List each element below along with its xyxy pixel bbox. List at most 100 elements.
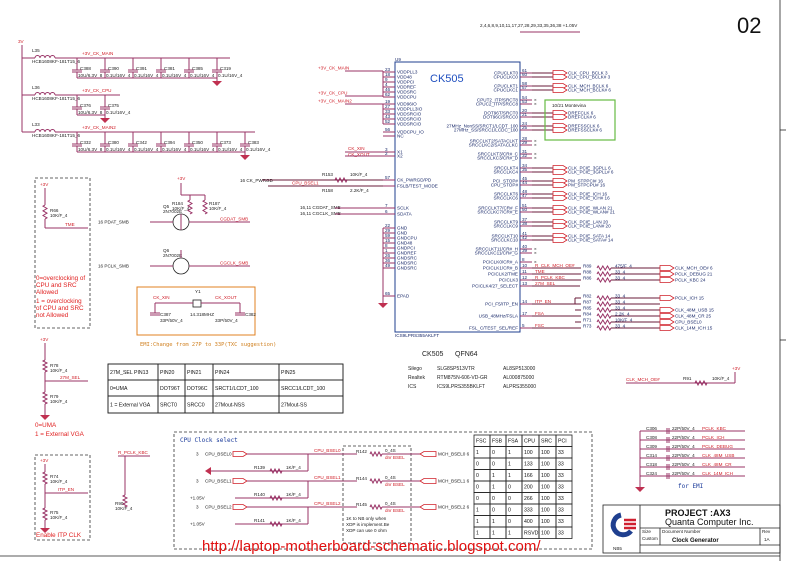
pin-name: CPUC2_ITP/SRCC8 — [476, 102, 519, 107]
emi-net-label: PCLK_ICH — [702, 435, 724, 440]
pin-name: VDDSRCIO — [397, 117, 422, 122]
transistor-part: 2N7002E — [163, 253, 182, 258]
table-cell-text: 0 — [508, 496, 511, 502]
pin-name: GND — [397, 231, 408, 236]
overclock-note-box — [34, 177, 91, 329]
input-net-label: 16 PCLK_SMB — [98, 264, 129, 269]
vcc-label: +1.05V — [190, 496, 206, 501]
page-ref: 3 — [196, 505, 199, 510]
dnr-note: dnr BSEL — [385, 508, 405, 513]
capacitor-ref: C394 — [164, 140, 175, 145]
offpage-connector-icon — [659, 319, 675, 325]
power-net-label: +3V_CK_MAIN — [82, 51, 113, 56]
resistor-ref: R89 — [583, 264, 592, 269]
resistor-ref: R90 — [115, 501, 124, 506]
inductor-icon — [44, 92, 51, 96]
signal-net-label: R_CLK_MCH_OE# — [535, 263, 575, 268]
resistor-symbol — [694, 379, 708, 387]
pin-number: 38 — [522, 221, 528, 226]
table-cell-text: 33 — [558, 450, 564, 456]
resistor-value: 0_4S — [385, 448, 396, 453]
capacitor-ref: C391 — [136, 66, 147, 71]
no-connect-icon: × — [534, 152, 537, 157]
capacitor-ref: C373 — [220, 140, 231, 145]
crystal-ref: Y1 — [195, 289, 201, 294]
table-cell-text: 100 — [541, 473, 550, 479]
pin-number: 62 — [385, 92, 391, 97]
inductor-icon — [34, 92, 41, 96]
quanta-logo-icon — [610, 512, 633, 538]
resistor-value: 2.2K/F_4 — [350, 188, 369, 193]
pin-number: 54 — [522, 95, 528, 100]
emi-net-label: CLK_48M_USB — [702, 453, 734, 458]
resistor-value: 10K/F_4 — [50, 399, 68, 404]
pin-name: NC — [397, 134, 404, 139]
offpage-connector-icon — [552, 195, 568, 201]
table-cell-text: 0 — [508, 485, 511, 491]
table-cell-text: RSVD — [524, 531, 539, 537]
pin-name: GNDSRC — [397, 266, 418, 271]
pin-number: 41 — [522, 231, 528, 236]
resistor-ref: R187 — [209, 201, 220, 206]
table-cell-text: 1 — [476, 531, 479, 537]
offpage-net-label: CLK_PCIE_WLAN# 21 — [568, 210, 615, 215]
pin-name: VDDCPU_IO — [397, 130, 424, 135]
table-header: 27M_SEL PIN13 — [110, 370, 149, 376]
capacitor-ref: C308 — [646, 435, 657, 440]
pin-name: CPUCLKT0 — [494, 71, 518, 76]
table-cell-text: 266 — [524, 496, 533, 502]
resistor-ref: R85 — [583, 306, 592, 311]
pin-number: 35 — [522, 167, 528, 172]
table-cell-text: DOT96C — [187, 386, 208, 392]
resistor-symbol — [596, 301, 612, 307]
ic-smbus-data: 16,11 CGDAT_SMB — [300, 205, 341, 210]
table-cell-text: 33 — [558, 531, 564, 537]
offpage-net-label: DREFSSCLK 6 — [568, 124, 600, 129]
table-cell-text: 33 — [558, 508, 564, 514]
signal-net-label: R_PCLK_KBC — [535, 275, 566, 280]
inductor-part: HCB1608KF-181T15_6 — [32, 96, 80, 101]
offpage-connector-icon — [659, 271, 675, 277]
resistor-value: 10K/F_4 — [50, 368, 68, 373]
inductor-icon — [34, 55, 41, 59]
capacitor-value: 10U/6.3V_8 — [78, 73, 103, 78]
input-net-label: 16 PDAT_SMB — [98, 220, 129, 225]
capacitor-ref: C387 — [160, 312, 171, 317]
pin-name: PCICLK1/CR#_B — [483, 266, 518, 271]
offpage-net-label: MCH_BSEL1 6 — [438, 479, 470, 484]
table-cell-text: 400 — [524, 519, 533, 525]
pin-number: 48 — [522, 189, 528, 194]
capacitor-value: 0.1U/16V_4 — [218, 73, 243, 78]
pin-number: 27 — [385, 104, 391, 109]
capacitor-ref: C382 — [245, 312, 256, 317]
watermark-url[interactable]: http://laptop-motherboard-schematic.blog… — [202, 538, 541, 555]
resistor-symbol — [334, 176, 348, 184]
resistor-ref: R75 — [50, 510, 59, 515]
table-cell-text: 200 — [524, 485, 533, 491]
capacitor-ref: C385 — [192, 66, 203, 71]
table-cell-text: 100 — [541, 485, 550, 491]
pin-name: SRCCLKC10 — [491, 238, 519, 243]
offpage-connector-icon — [659, 295, 675, 301]
resistor-symbol — [369, 477, 383, 485]
offpage-net-label: MCH_BSEL0 6 — [438, 452, 470, 457]
table-cell-text: 0 — [508, 519, 511, 525]
resistor-symbol — [269, 520, 283, 528]
resistor-ref: R91 — [683, 376, 692, 381]
capacitor-ref: C309 — [646, 444, 657, 449]
capacitor-value: 0.1U/16V_4 — [246, 147, 271, 152]
table-cell-text: 1 = External VGA — [110, 403, 151, 409]
logo-text: NB5 — [613, 546, 622, 551]
capacitor-value: 22P/50V_4 — [672, 471, 695, 476]
capacitor-ref: C383 — [248, 140, 259, 145]
table-cell — [555, 526, 573, 539]
table-cell-text: 1 — [508, 462, 511, 468]
pin-number: 22 — [385, 223, 391, 228]
offpage-net-label: PCLK_KBC 24 — [675, 278, 706, 283]
table-cell-text: 1 — [508, 531, 511, 537]
offpage-connector-icon — [552, 182, 568, 188]
capacitor-value: 22P/50V_4 — [672, 462, 695, 467]
resistor-symbol — [121, 494, 129, 508]
